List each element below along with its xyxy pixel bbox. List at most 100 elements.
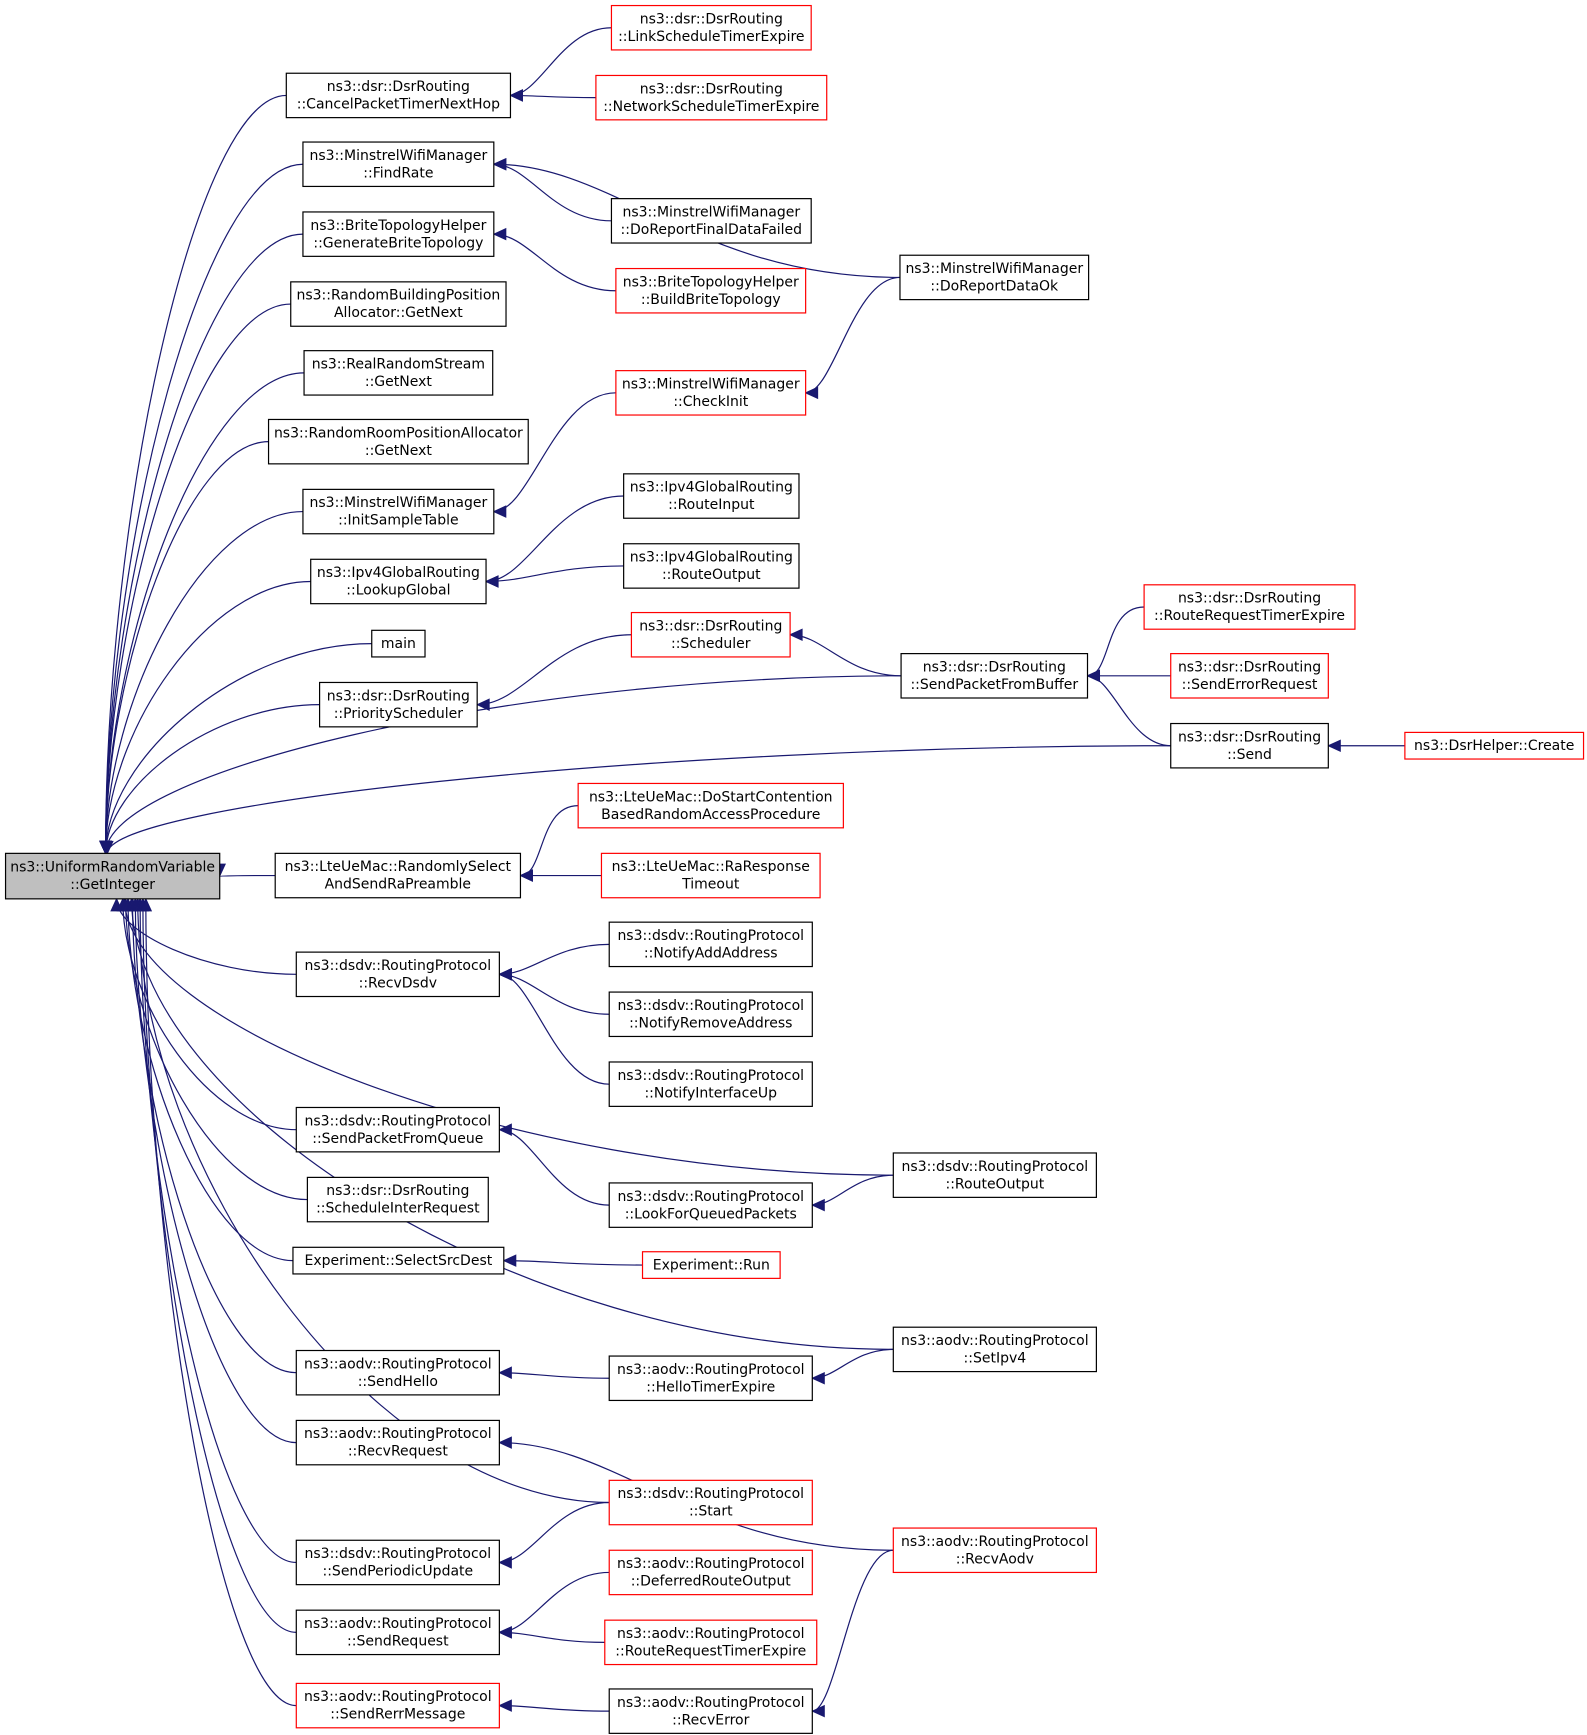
node-root[interactable]: ns3::UniformRandomVariable::GetInteger [4,852,221,900]
node-box [295,1682,500,1729]
node-label: ::RecvAodv [956,1551,1034,1567]
node-create[interactable]: ns3::DsrHelper::Create [1404,731,1585,760]
arrowhead-icon [811,1704,825,1718]
node-label: ns3::MinstrelWifiManager [622,204,800,220]
node-rrpa[interactable]: ns3::RandomRoomPositionAllocator::GetNex… [267,418,529,465]
node-scheduler[interactable]: ns3::dsr::DsrRouting::Scheduler [630,611,791,658]
node-recvaodv[interactable]: ns3::aodv::RoutingProtocol::RecvAodv [892,1527,1097,1574]
arrowhead-icon [484,575,499,588]
node-deferred[interactable]: ns3::aodv::RoutingProtocol::DeferredRout… [608,1549,813,1596]
node-label: ::PriorityScheduler [334,706,464,722]
node-initsample[interactable]: ns3::MinstrelWifiManager::InitSampleTabl… [302,488,495,535]
node-label: Allocator::GetNext [334,305,463,321]
node-box [1170,722,1329,769]
node-label: ::Send [1227,747,1272,763]
node-recverror[interactable]: ns3::aodv::RoutingProtocol::RecvError [608,1688,813,1734]
call-edge-dsrsend-to-spfb [1086,669,1171,747]
node-spfb[interactable]: ns3::dsr::DsrRouting::SendPacketFromBuff… [900,653,1089,699]
node-box [1170,653,1329,699]
node-netsched[interactable]: ns3::dsr::DsrRouting::NetworkScheduleTim… [595,74,828,121]
node-label: ns3::MinstrelWifiManager [310,495,488,511]
node-senderr[interactable]: ns3::dsr::DsrRouting::SendErrorRequest [1170,653,1329,699]
node-spfq[interactable]: ns3::dsdv::RoutingProtocol::SendPacketFr… [295,1106,500,1153]
node-box [295,1106,500,1153]
node-label: ::LinkScheduleTimerExpire [618,29,804,45]
node-hellote[interactable]: ns3::aodv::RoutingProtocol::HelloTimerEx… [608,1355,813,1402]
node-rrs[interactable]: ns3::RealRandomStream::GetNext [303,350,494,396]
node-label: ns3::LteUeMac::DoStartContention [589,789,833,805]
node-label: ::GetInteger [70,877,155,893]
node-sir[interactable]: ns3::dsr::DsrRouting::ScheduleInterReque… [306,1176,489,1223]
node-box [295,1349,500,1396]
node-sendperiodic[interactable]: ns3::dsdv::RoutingProtocol::SendPeriodic… [295,1539,500,1586]
edge-line [812,1549,894,1712]
edge-line [104,510,303,854]
node-box [4,852,221,900]
node-prio[interactable]: ns3::dsr::DsrRouting::PriorityScheduler [318,681,478,728]
arrowhead-icon [498,1699,512,1712]
node-lfqp[interactable]: ns3::dsdv::RoutingProtocol::LookForQueue… [608,1182,813,1228]
node-aodvrrte[interactable]: ns3::aodv::RoutingProtocol::RouteRequest… [604,1619,818,1666]
node-dsrsend[interactable]: ns3::dsr::DsrRouting::Send [1170,722,1329,769]
node-label: ::GenerateBriteTopology [313,235,483,251]
node-lookup[interactable]: ns3::Ipv4GlobalRouting::LookupGlobal [310,558,487,605]
node-label: ::SendPacketFromBuffer [910,677,1078,693]
call-edge-deferred-to-sendrequest [498,1571,610,1639]
edge-line [104,94,287,854]
edge-line [499,1631,605,1643]
node-randsel[interactable]: ns3::LteUeMac::RandomlySelectAndSendRaPr… [274,852,522,899]
node-buildbrite[interactable]: ns3::BriteTopologyHelper::BuildBriteTopo… [615,267,807,314]
node-genbrite[interactable]: ns3::BriteTopologyHelper::GenerateBriteT… [302,211,495,257]
node-label: ::BuildBriteTopology [641,292,781,308]
node-label: ns3::dsr::DsrRouting [923,659,1066,675]
node-cancel[interactable]: ns3::dsr::DsrRouting::CancelPacketTimerN… [285,72,512,119]
node-notifyif[interactable]: ns3::dsdv::RoutingProtocol::NotifyInterf… [608,1061,813,1107]
node-linksched[interactable]: ns3::dsr::DsrRouting::LinkScheduleTimerE… [610,4,812,51]
node-dataok[interactable]: ns3::MinstrelWifiManager::DoReportDataOk [899,254,1090,301]
arrowhead-icon [492,505,507,518]
node-box [1143,584,1356,630]
node-notifyrem[interactable]: ns3::dsdv::RoutingProtocol::NotifyRemove… [608,991,813,1038]
node-main[interactable]: main [371,629,426,658]
node-label: ns3::aodv::RoutingProtocol [617,1362,805,1378]
node-label: ::RecvDsdv [359,975,437,991]
node-setipv4[interactable]: ns3::aodv::RoutingProtocol::SetIpv4 [892,1326,1097,1373]
node-box [595,74,828,121]
node-label: ::SendPacketFromQueue [312,1131,483,1147]
node-checkinit[interactable]: ns3::MinstrelWifiManager::CheckInit [615,370,807,416]
node-recvdsdv[interactable]: ns3::dsdv::RoutingProtocol::RecvDsdv [295,951,500,998]
edge-line [499,1129,610,1206]
edge-line [105,704,320,854]
node-sendrerr[interactable]: ns3::aodv::RoutingProtocol::SendRerrMess… [295,1682,500,1729]
node-finaldata[interactable]: ns3::MinstrelWifiManager::DoReportFinalD… [610,198,812,244]
call-edge-notifyif-to-recvdsdv [498,968,610,1085]
call-edge-genbrite-to-root [99,233,303,855]
node-dsdvrouteout[interactable]: ns3::dsdv::RoutingProtocol::RouteOutput [892,1152,1097,1198]
node-sendrequest[interactable]: ns3::aodv::RoutingProtocol::SendRequest [295,1609,500,1656]
node-notifyadd[interactable]: ns3::dsdv::RoutingProtocol::NotifyAddAdd… [608,921,813,968]
call-edge-lfqp-to-spfq [498,1123,610,1206]
node-recvreq[interactable]: ns3::aodv::RoutingProtocol::RecvRequest [295,1419,500,1466]
node-rrte[interactable]: ns3::dsr::DsrRouting::RouteRequestTimerE… [1143,584,1356,630]
node-sendhello[interactable]: ns3::aodv::RoutingProtocol::SendHello [295,1349,500,1396]
node-exprun[interactable]: Experiment::Run [641,1251,781,1279]
node-label: ns3::aodv::RoutingProtocol [901,1333,1089,1349]
edge-line [106,745,1171,854]
node-routeinput[interactable]: ns3::Ipv4GlobalRouting::RouteInput [623,473,800,519]
call-edge-dataok-to-checkinit [804,276,900,400]
node-label: ns3::aodv::RoutingProtocol [304,1356,492,1372]
node-findrate[interactable]: ns3::MinstrelWifiManager::FindRate [302,141,495,188]
node-rbpa[interactable]: ns3::RandomBuildingPositionAllocator::Ge… [290,281,507,327]
node-label: ::CheckInit [673,394,748,410]
node-box [318,681,478,728]
arrowhead-icon [101,840,114,855]
node-routeoutput[interactable]: ns3::Ipv4GlobalRouting::RouteOutput [623,543,800,589]
node-label: ns3::BriteTopologyHelper [310,218,486,234]
edge-line [499,973,610,1015]
call-edge-dostart-to-randsel [519,805,579,882]
node-box [274,852,522,899]
node-dostart[interactable]: ns3::LteUeMac::DoStartContentionBasedRan… [577,782,844,829]
node-selsrc[interactable]: Experiment::SelectSrcDest [292,1246,505,1275]
node-dsdvstart[interactable]: ns3::dsdv::RoutingProtocol::Start [608,1479,813,1526]
